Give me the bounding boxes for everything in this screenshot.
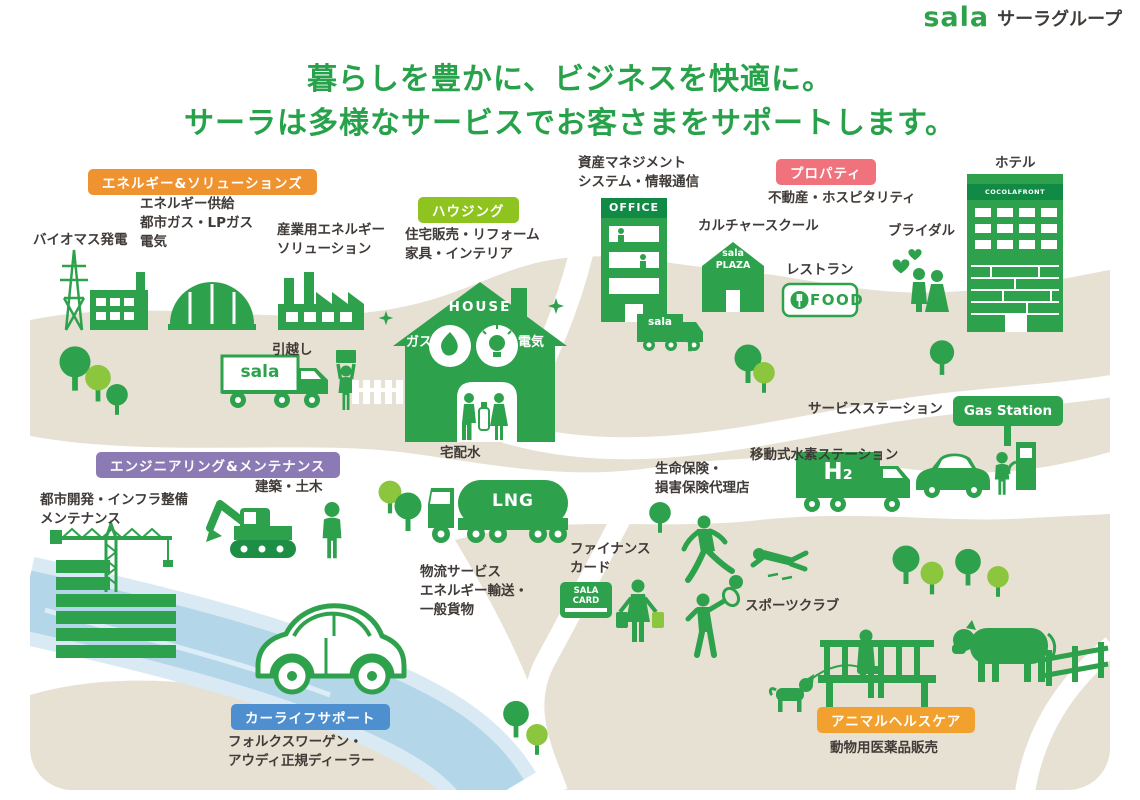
label-industrial-energy: 産業用エネルギー ソリューション — [277, 222, 385, 258]
racket-icon — [721, 586, 741, 608]
resident-woman-icon — [490, 393, 508, 440]
sign-gas: ガス — [406, 335, 433, 350]
restaurant-sign — [781, 282, 859, 318]
pasture-fence-icon — [1041, 642, 1109, 686]
gas-station-sign — [953, 396, 1063, 446]
gas-holder-icon — [168, 282, 256, 330]
roads — [494, 243, 1110, 790]
tree-icon — [503, 700, 529, 738]
sala-card-icon — [560, 582, 612, 618]
attendant-icon — [994, 452, 1010, 495]
h2-truck-icon — [796, 452, 910, 512]
bench-scene — [768, 629, 936, 712]
label-housing-services: 住宅販売・リフォーム 家具・インテリア — [405, 227, 540, 263]
dog-icon — [768, 674, 814, 712]
worker-icon — [322, 502, 342, 559]
beetle-car-icon — [255, 603, 407, 695]
label-culture-school: カルチャースクール — [698, 218, 819, 234]
badge-housing: ハウジング — [418, 197, 519, 223]
label-animal-pharma: 動物用医薬品販売 — [830, 740, 938, 756]
label-water-delivery: 宅配水 — [440, 445, 481, 461]
bulb-icon — [489, 335, 505, 357]
label-energy-supply: エネルギー供給 都市ガス・LPガス 電気 — [140, 196, 253, 251]
label-dealer: フォルクスワーゲン・ アウディ正規ディーラー — [228, 734, 375, 770]
badge-energy-solutions: エネルギー&ソリューションズ — [88, 169, 317, 195]
sala-group-logo: sala サーラグループ — [923, 4, 1122, 31]
sign-gas-station: Gas Station — [963, 403, 1053, 419]
shopper-icon — [616, 579, 664, 642]
sign-lng: LNG — [491, 491, 534, 511]
label-sports-club: スポーツクラブ — [745, 598, 840, 614]
label-construction: 建築・土木 — [255, 479, 323, 495]
sign-office: OFFICE — [608, 201, 660, 214]
construction-building-icon — [56, 560, 176, 658]
sign-house: HOUSE — [448, 299, 512, 315]
soccer-ball-icon — [729, 575, 743, 589]
lng-truck-icon — [428, 480, 568, 543]
sign-sala-plaza: sala PLAZA — [715, 248, 751, 271]
label-real-estate: 不動産・ホスピタリティ — [768, 190, 916, 206]
sign-sala-truck: sala — [240, 362, 280, 382]
label-hydrogen-station: 移動式水素ステーション — [750, 447, 899, 463]
resident-man-icon — [462, 393, 476, 440]
biomass-plant-icon — [60, 249, 148, 331]
fork-icon — [796, 294, 803, 307]
sign-h2: H₂ — [823, 459, 853, 485]
swimmer-icon — [750, 548, 809, 581]
sign-sala-truck-small: sala — [647, 316, 673, 328]
seated-person-icon — [857, 629, 884, 698]
office-building-icon — [601, 198, 667, 322]
label-biomass: バイオマス発電 — [33, 232, 128, 248]
headline-line1: 暮らしを豊かに、ビジネスを快適に。 — [306, 62, 834, 97]
label-asset-management: 資産マネジメント システム・情報通信 — [578, 155, 700, 191]
badge-property: プロパティ — [776, 159, 876, 185]
mover-icon — [336, 350, 356, 410]
sign-sala-card: SALA CARD — [572, 586, 600, 607]
sign-cocolafront: COCOLAFRONT — [984, 188, 1046, 196]
soccer-player-icon — [681, 515, 743, 589]
hotel-building-icon — [967, 174, 1063, 332]
water-bottle-icon — [478, 402, 490, 431]
label-moving: 引越し — [272, 342, 313, 358]
flame-icon — [441, 332, 458, 356]
badge-car-life-support: カーライフサポート — [231, 704, 390, 730]
wedding-couple-icon — [892, 249, 949, 312]
headline-line2: サーラは多様なサービスでお客さまをサポートします。 — [184, 106, 956, 141]
tree-icon — [394, 492, 422, 531]
sala-logo-text: サーラグループ — [997, 8, 1122, 30]
sala-logo-mark: sala — [923, 2, 990, 33]
house-icon — [393, 282, 567, 442]
delivery-truck-icon — [220, 354, 328, 408]
label-logistics: 物流サービス エネルギー輸送・ 一般貨物 — [420, 564, 528, 619]
fence-icon — [352, 380, 403, 404]
badge-animal-healthcare: アニマルヘルスケア — [817, 707, 976, 733]
sign-food: FOOD — [810, 291, 865, 309]
label-bridal: ブライダル — [888, 223, 955, 239]
label-hotel: ホテル — [995, 155, 1036, 171]
sala-plaza-icon — [702, 242, 764, 312]
factory-icon — [278, 272, 364, 330]
badge-engineering-maintenance: エンジニアリング&メンテナンス — [96, 452, 340, 478]
label-restaurant: レストラン — [786, 262, 854, 278]
tennis-player-icon — [685, 586, 741, 658]
label-finance-card: ファイナンス カード — [570, 541, 651, 577]
label-service-station: サービスステーション — [808, 401, 943, 417]
fuel-pump-icon — [1007, 442, 1036, 490]
excavator-icon — [206, 500, 296, 558]
sign-electricity: 電気 — [518, 335, 545, 350]
cow-icon — [952, 620, 1057, 682]
label-urban-development: 都市開発・インフラ整備 メンテナンス — [40, 492, 189, 528]
crane-icon — [50, 519, 176, 658]
service-station-icon — [916, 442, 1036, 498]
label-insurance: 生命保険・ 損害保険代理店 — [655, 461, 750, 497]
